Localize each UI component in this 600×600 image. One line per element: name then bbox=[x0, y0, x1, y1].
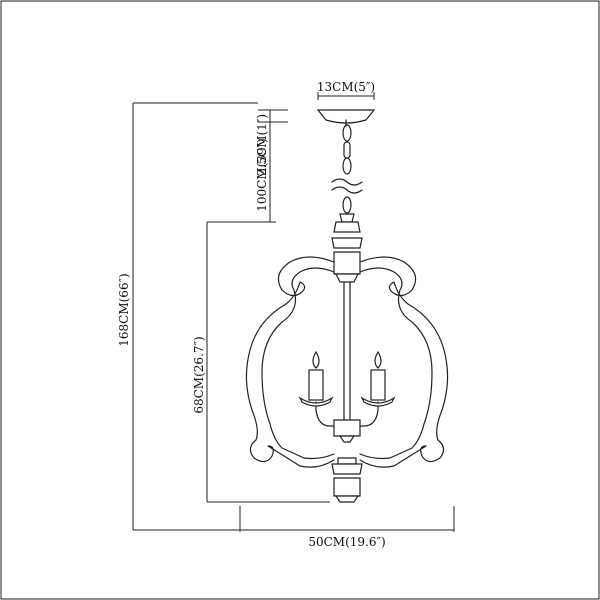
canopy bbox=[316, 109, 376, 127]
left-candle bbox=[298, 350, 334, 407]
chain-length-label: 100CM(39″) bbox=[255, 138, 269, 212]
canopy-width-label: 13CM(5″) bbox=[317, 80, 375, 94]
canopy-height-label: 2.5CM(1″) bbox=[255, 114, 269, 176]
chain bbox=[331, 124, 363, 214]
center-rod bbox=[343, 281, 351, 421]
body-width-dimension: 50CM(19.6″) bbox=[239, 506, 455, 549]
top-hub bbox=[331, 213, 363, 283]
chain-length-dimension: 100CM(39″) bbox=[255, 122, 276, 223]
scroll-frame bbox=[245, 256, 449, 468]
canopy-height-dimension: 2.5CM(1″) bbox=[255, 109, 288, 176]
overall-height-label: 168CM(66″) bbox=[117, 273, 131, 347]
bottom-finial bbox=[331, 457, 363, 503]
body-height-dimension: 68CM(26.7″) bbox=[192, 221, 330, 503]
canopy-width-dimension: 13CM(5″) bbox=[317, 80, 375, 100]
right-candle bbox=[360, 350, 396, 407]
candle-arms bbox=[315, 401, 379, 443]
body-width-label: 50CM(19.6″) bbox=[308, 535, 385, 549]
overall-height-dimension: 168CM(66″) bbox=[117, 102, 258, 531]
body-height-label: 68CM(26.7″) bbox=[192, 336, 206, 413]
